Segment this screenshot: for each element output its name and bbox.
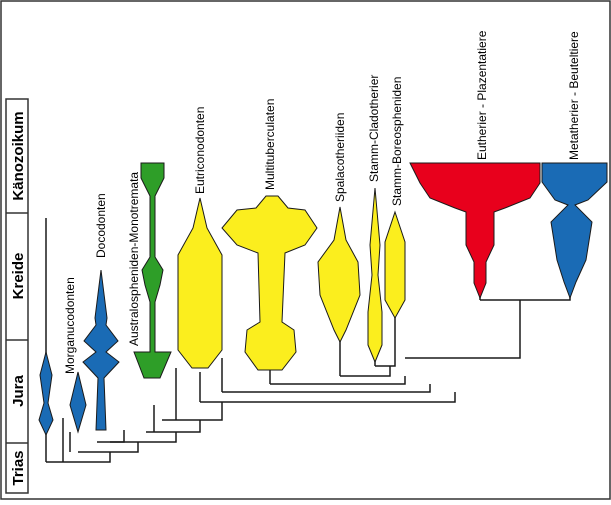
lineage-shape-spalacotheriiden — [317, 206, 361, 344]
lineage-shape-multituberculaten — [221, 195, 318, 371]
era-label-jura: Jura — [10, 375, 27, 407]
branch — [78, 442, 139, 453]
taxon-labels: Morganucodonten Docodonten Australosphen… — [63, 30, 581, 374]
branch — [200, 392, 456, 403]
label-morganucodonten: Morganucodonten — [63, 277, 77, 374]
label-eutriconodonten: Eutriconodonten — [193, 107, 207, 194]
cladogram-branches — [45, 218, 571, 463]
lineage-shapes — [38, 162, 608, 437]
label-multituberculaten: Multituberculaten — [263, 99, 277, 190]
branch — [162, 402, 223, 421]
label-spalacotheriiden: Spalacotheriiden — [333, 113, 347, 202]
branch — [110, 430, 125, 443]
branch — [340, 366, 391, 377]
branch — [375, 358, 396, 367]
lineage-shape-eutriconodonten — [177, 197, 223, 369]
lineage-shape-basal — [38, 350, 54, 437]
label-docodonten: Docodonten — [94, 193, 108, 258]
lineage-shape-australosphenida — [133, 162, 172, 379]
era-label-trias: Trias — [10, 450, 27, 485]
lineage-shape-stamm-boreospheniden — [384, 210, 406, 320]
branch — [480, 290, 571, 301]
lineage-shape-docodonten — [82, 269, 120, 431]
time-scale-frame — [5, 98, 29, 494]
era-label-kreide: Kreide — [10, 253, 27, 300]
lineage-shape-stamm-cladotherier — [367, 187, 383, 364]
label-australosphenida: Australospheniden-Monotremata — [127, 172, 141, 346]
branch — [146, 420, 201, 433]
lineage-shape-eutherier — [409, 162, 541, 300]
branch — [405, 300, 521, 359]
label-eutherier: Eutherier - Plazentatiere — [475, 30, 489, 160]
time-scale: Trias Jura Kreide Känozoikum — [5, 98, 29, 494]
lineage-shape-morganucodonten — [69, 371, 87, 434]
label-stamm-boreospheniden: Stamm-Boreospheniden — [390, 77, 404, 206]
branch — [97, 432, 177, 443]
branch — [270, 376, 406, 385]
label-metatherier: Metatherier - Beuteltiere — [567, 31, 581, 160]
era-label-kaenozoikum: Känozoikum — [10, 111, 27, 200]
branch — [46, 452, 111, 463]
label-stamm-cladotherier: Stamm-Cladotherier — [367, 75, 381, 182]
lineage-shape-metatherier — [541, 162, 608, 300]
branch — [222, 384, 431, 393]
